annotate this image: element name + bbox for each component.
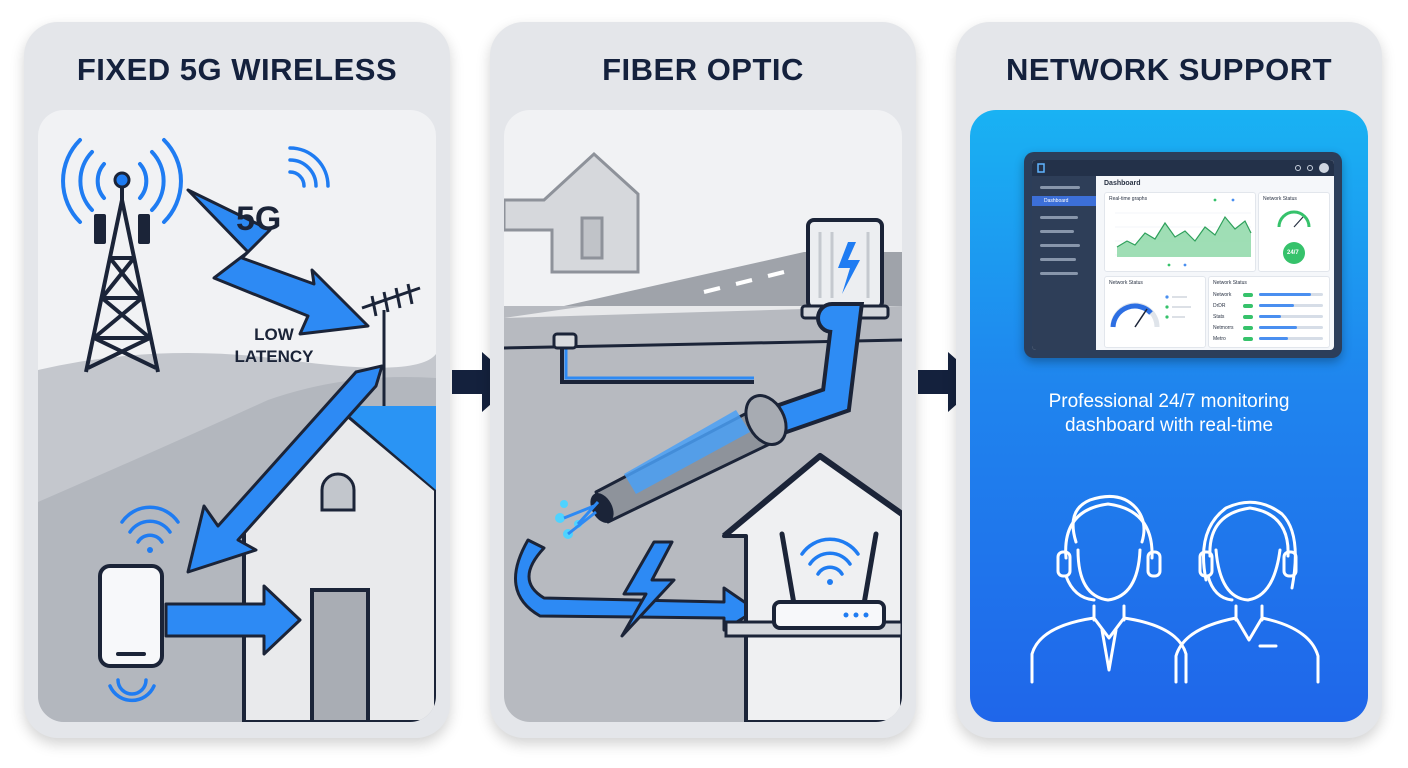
tower-signal-waves bbox=[61, 138, 183, 224]
dashboard-sidebar: Dashboard bbox=[1032, 176, 1096, 350]
arrow-right-icon bbox=[514, 538, 758, 632]
status-list-row: Netmorrs bbox=[1209, 324, 1329, 332]
realtime-area-chart bbox=[1115, 198, 1252, 267]
fiber-cable-icon bbox=[590, 302, 865, 524]
status-list-label: Netmorrs bbox=[1213, 325, 1234, 331]
arrow-right-icon bbox=[918, 352, 982, 412]
fiber-optic-illustration bbox=[504, 151, 902, 722]
card-title: Network Status bbox=[1213, 280, 1247, 286]
card-title: Network Status bbox=[1263, 196, 1297, 202]
flow-arrow-2 bbox=[918, 352, 984, 412]
label-5g: 5G bbox=[236, 200, 282, 238]
status-bar-fill bbox=[1259, 293, 1311, 296]
panel-title: FIXED 5G WIRELESS bbox=[76, 52, 398, 87]
status-bar bbox=[1259, 326, 1323, 329]
status-list-row: DrDR bbox=[1209, 302, 1329, 310]
router-icon bbox=[772, 531, 886, 630]
sidebar-item-active: Dashboard bbox=[1032, 196, 1096, 206]
label-low-latency: LOW LATENCY bbox=[224, 324, 324, 368]
dashboard-topbar bbox=[1032, 160, 1334, 176]
status-bar-fill bbox=[1259, 304, 1294, 307]
avatar bbox=[1319, 163, 1329, 173]
support-agent-male-icon bbox=[1030, 494, 1188, 684]
status-pill bbox=[1243, 337, 1253, 341]
panel-title: FIBER OPTIC bbox=[602, 52, 804, 87]
antenna-icon bbox=[361, 283, 421, 410]
bell-icon bbox=[1295, 165, 1301, 171]
card-title: Network Status bbox=[1109, 280, 1143, 286]
status-list-label: Metro bbox=[1213, 336, 1226, 342]
sidebar-item bbox=[1040, 272, 1078, 275]
cell-tower-icon bbox=[84, 171, 160, 373]
fixed-5g-illustration bbox=[38, 138, 436, 722]
sidebar-item bbox=[1040, 216, 1078, 219]
status-list-label: DrDR bbox=[1213, 303, 1226, 309]
status-bar-fill bbox=[1259, 326, 1297, 329]
dashboard-heading: Dashboard bbox=[1104, 180, 1141, 187]
sidebar-item bbox=[1040, 186, 1080, 189]
arrow-right-icon bbox=[164, 584, 302, 656]
support-agent-female-icon bbox=[1174, 500, 1320, 684]
panel-title: NETWORK SUPPORT bbox=[1005, 52, 1333, 87]
label-latency: LATENCY bbox=[234, 347, 314, 366]
status-bar bbox=[1259, 337, 1323, 340]
card-title: Real-time graphs bbox=[1109, 196, 1148, 202]
status-list-row: Network bbox=[1209, 291, 1329, 299]
app-logo-icon bbox=[1037, 163, 1045, 173]
uptime-badge: 24/7 bbox=[1287, 250, 1299, 256]
panel-illustration bbox=[504, 110, 902, 722]
status-list-label: Stats bbox=[1213, 314, 1225, 320]
status-pill bbox=[1243, 293, 1253, 297]
label-low: LOW bbox=[254, 325, 294, 344]
junction-box-icon bbox=[800, 218, 890, 320]
house-icon bbox=[504, 151, 640, 274]
status-pill bbox=[1243, 326, 1253, 330]
modem-signal-waves bbox=[108, 678, 156, 703]
status-list-row: Stats bbox=[1209, 313, 1329, 321]
caption-line-1: Professional 24/7 monitoring bbox=[1048, 391, 1290, 412]
chart-card: Real-time graphs bbox=[1104, 192, 1256, 272]
status-gauge-card: Network Status 24/7 bbox=[1258, 192, 1330, 272]
5g-signal-waves bbox=[288, 146, 330, 188]
status-pill bbox=[1243, 304, 1253, 308]
panel-illustration: Dashboard Dashboard Real-time graphs bbox=[970, 110, 1368, 722]
status-bar-fill bbox=[1259, 337, 1288, 340]
panel-fiber-optic: FIBER OPTIC bbox=[490, 22, 916, 738]
caption-line-2: dashboard with real-time bbox=[1064, 415, 1274, 436]
wifi-icon bbox=[800, 537, 860, 585]
status-bar bbox=[1259, 315, 1323, 318]
status-bar bbox=[1259, 293, 1323, 296]
status-bar-fill bbox=[1259, 315, 1281, 318]
panel-illustration: 5G LOW LATENCY bbox=[38, 110, 436, 722]
sidebar-item-label: Dashboard bbox=[1044, 198, 1069, 204]
sidebar-item bbox=[1040, 244, 1080, 247]
status-list-row: Metro bbox=[1209, 335, 1329, 343]
signal-arrow-icon bbox=[186, 364, 384, 574]
network-gauge bbox=[1110, 295, 1191, 328]
network-status-card: Network Status bbox=[1104, 276, 1206, 348]
wifi-icon bbox=[120, 505, 180, 553]
settings-icon bbox=[1307, 165, 1313, 171]
flow-arrow-1 bbox=[452, 352, 518, 412]
panel-network-support: NETWORK SUPPORT Dashboard bbox=[956, 22, 1382, 738]
dashboard-tablet: Dashboard Dashboard Real-time graphs bbox=[1024, 152, 1342, 358]
status-bar bbox=[1259, 304, 1323, 307]
arrow-right-icon bbox=[452, 352, 516, 412]
lightning-bolt-icon bbox=[186, 188, 370, 336]
sidebar-item bbox=[1040, 258, 1076, 261]
status-list-label: Network bbox=[1213, 292, 1232, 298]
sidebar-item bbox=[1040, 230, 1074, 233]
modem-icon bbox=[98, 564, 164, 668]
panel-fixed-5g-wireless: FIXED 5G WIRELESS bbox=[24, 22, 450, 738]
lightning-bolt-icon bbox=[620, 540, 676, 638]
status-gauge bbox=[1277, 210, 1311, 264]
house-icon bbox=[242, 404, 436, 722]
status-pill bbox=[1243, 315, 1253, 319]
dashboard-screen: Dashboard Dashboard Real-time graphs bbox=[1032, 160, 1334, 350]
support-caption: Professional 24/7 monitoring dashboard w… bbox=[970, 390, 1368, 438]
